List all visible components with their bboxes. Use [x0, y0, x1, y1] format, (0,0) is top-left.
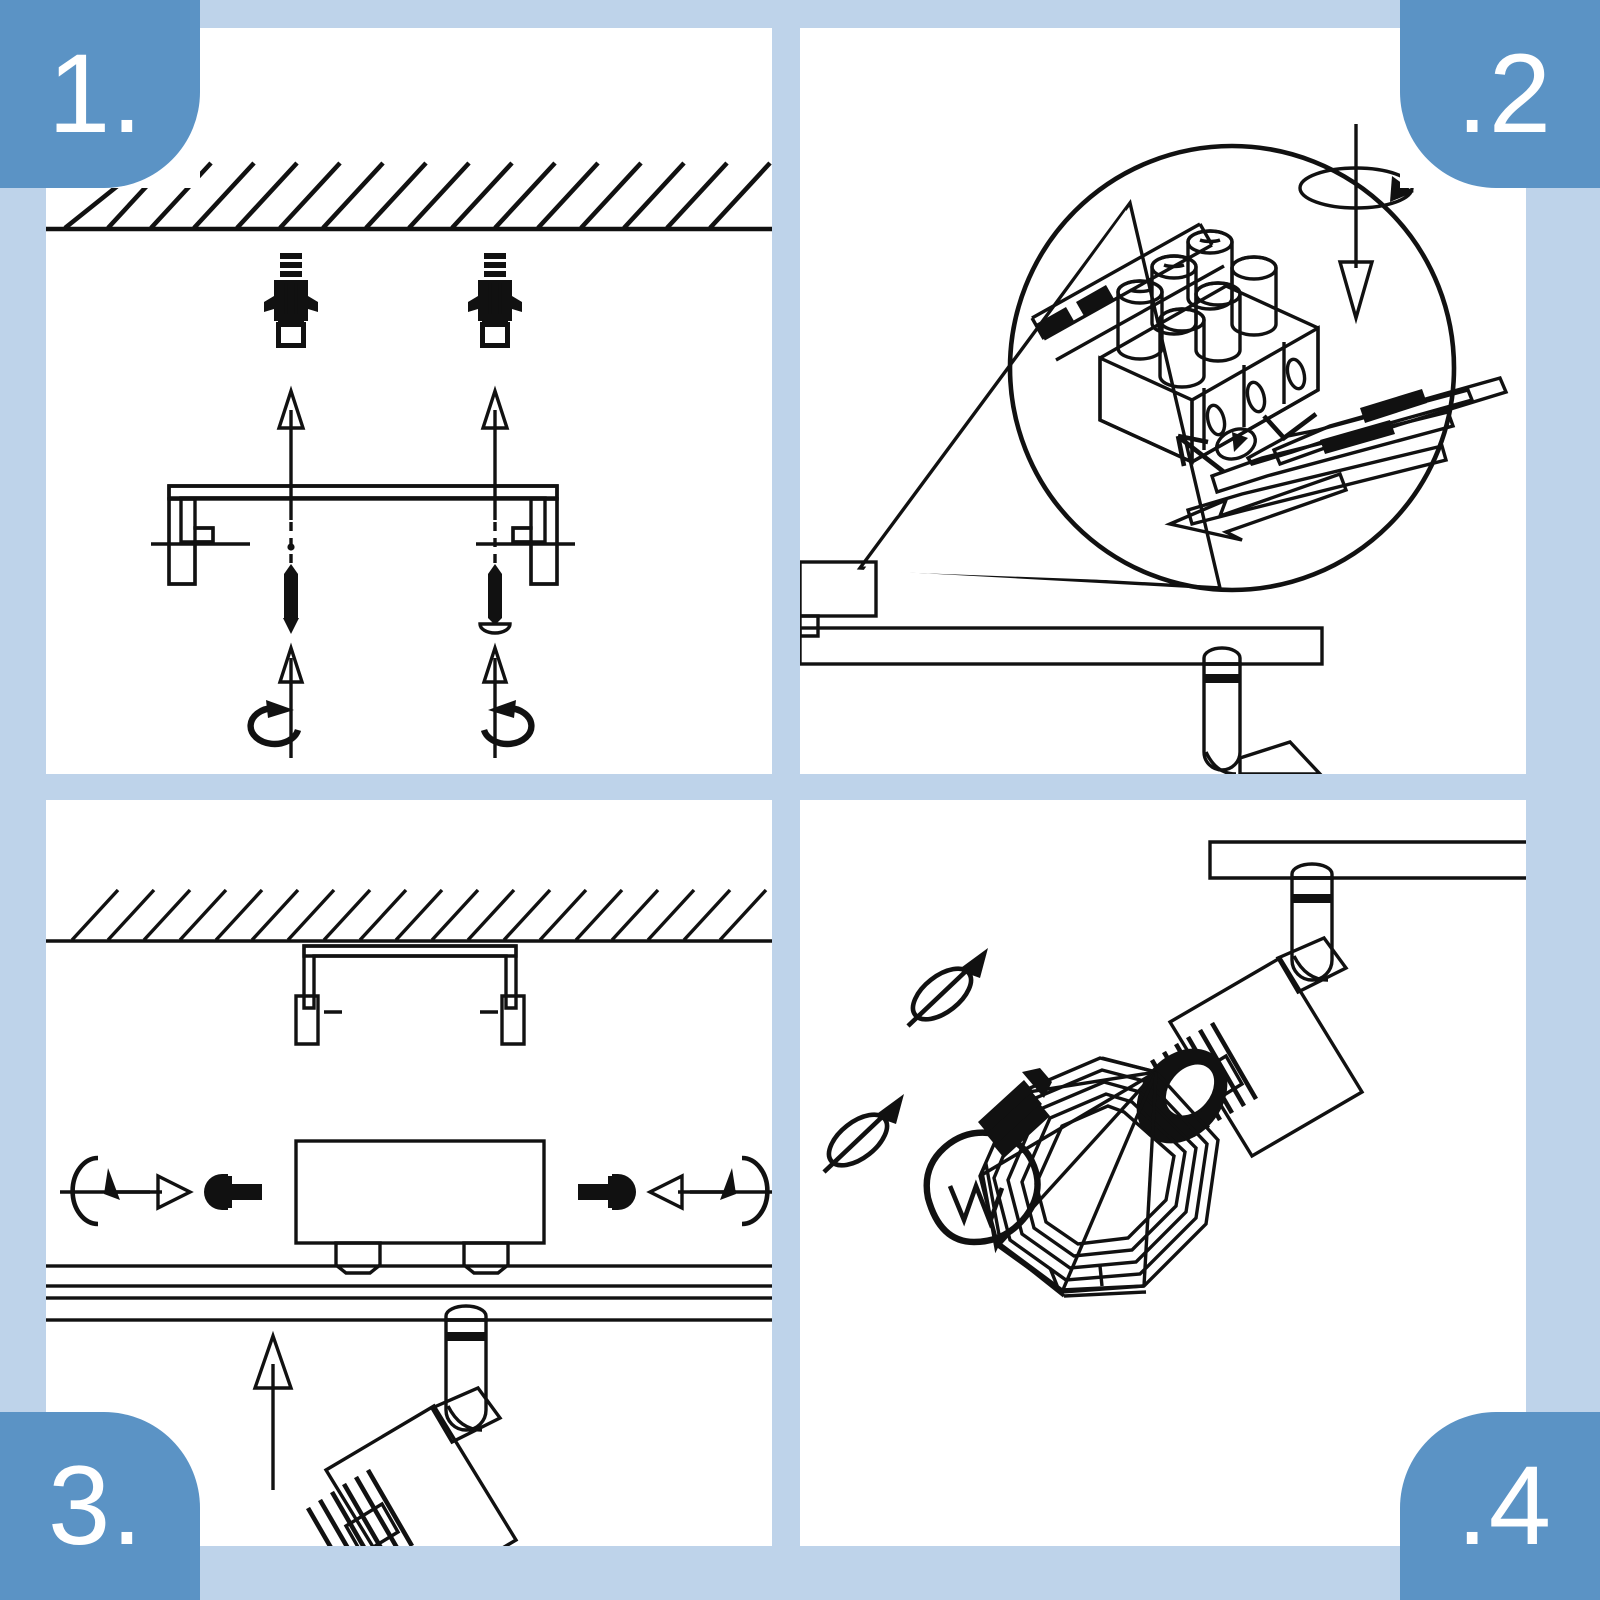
rail-shadow — [1036, 307, 1074, 338]
cage-shade-collar — [1136, 1048, 1228, 1144]
step-badge-2-label: .2 — [1456, 31, 1552, 156]
panel-step-4 — [800, 800, 1526, 1546]
spot-arm — [444, 1304, 488, 1432]
ceiling-plate — [46, 1264, 772, 1322]
step-badge-1-label: 1. — [48, 31, 144, 156]
spot-head-partial — [1204, 740, 1323, 774]
wires — [1185, 375, 1509, 527]
step-badge-4: .4 — [1400, 1412, 1600, 1600]
insert-arrow-icon — [1164, 471, 1349, 542]
hatched-ceiling — [46, 161, 772, 232]
step-badge-1: 1. — [0, 0, 200, 188]
hatched-ceiling — [46, 888, 772, 943]
panel-step-2 — [800, 28, 1526, 774]
wire-end-icon — [1215, 427, 1257, 461]
rotation-arrow-right-icon — [646, 1155, 772, 1227]
ceiling-plate — [800, 614, 1324, 666]
wall-plug-left — [264, 253, 318, 348]
mounting-bracket — [151, 484, 575, 586]
step-badge-3: 3. — [0, 1412, 200, 1600]
spot-arm — [1290, 862, 1334, 982]
canopy-body — [294, 1139, 546, 1275]
wire-2 — [1209, 409, 1456, 495]
wire-3 — [1185, 443, 1449, 527]
wire-1 — [1271, 375, 1509, 467]
step-badge-3-label: 3. — [48, 1443, 144, 1568]
panel-1-illustration — [46, 161, 772, 758]
rotation-arrow-shade-icon — [906, 948, 988, 1028]
fixing-screw-left — [204, 1174, 262, 1210]
wall-plug-right — [468, 253, 522, 348]
spot-head — [306, 1385, 519, 1546]
panel-4-illustration — [822, 840, 1526, 1298]
step-badge-4-label: .4 — [1456, 1443, 1552, 1568]
rotation-arrow-right-icon — [480, 642, 535, 758]
bulb-filament-icon — [947, 1179, 1005, 1229]
light-bulb-icon — [923, 1068, 1052, 1246]
wire-end-mark — [1232, 432, 1248, 452]
check-arrow-icon — [1175, 412, 1318, 474]
push-up-arrow-icon — [252, 1330, 294, 1490]
rotation-arrow-left-icon — [60, 1155, 194, 1227]
spot-head-ribs — [306, 1468, 414, 1546]
terminal-block — [1098, 284, 1320, 465]
rotation-arrow-left-icon — [247, 642, 305, 758]
screw-left — [283, 543, 299, 634]
magnifier-callout — [856, 199, 1223, 590]
screwdriver-rotation-arrow-icon — [1298, 124, 1414, 325]
step-badge-2: .2 — [1400, 0, 1600, 188]
base-plate — [800, 560, 878, 618]
spot-arm — [1202, 646, 1242, 772]
mounting-bracket — [294, 944, 526, 1046]
ceiling-plate — [1208, 840, 1526, 880]
cage-shade — [978, 1048, 1228, 1298]
terminal-screws — [1116, 229, 1278, 389]
rail-shadow-2 — [1076, 285, 1114, 316]
fixing-screw-right — [578, 1174, 636, 1210]
rotation-arrow-bulb-icon — [822, 1094, 904, 1174]
magnifier-circle-icon — [1007, 143, 1457, 593]
panel-3-illustration — [46, 888, 772, 1546]
bulb-screw-base — [978, 1068, 1052, 1158]
screw-right — [478, 564, 512, 635]
panel-2-illustration — [800, 124, 1509, 774]
